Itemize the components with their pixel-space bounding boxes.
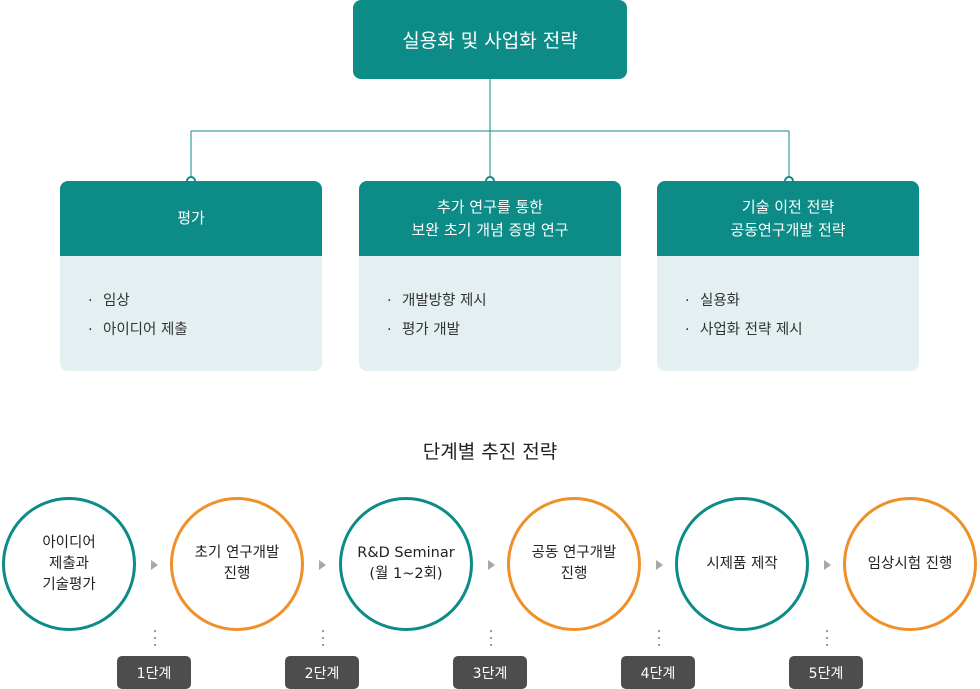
list-item: · 개발방향 제시	[387, 287, 621, 316]
card-header: 평가	[60, 181, 322, 256]
arrow-right-icon	[488, 560, 495, 570]
dotted-connector-icon	[490, 630, 493, 648]
card-header: 기술 이전 전략 공동연구개발 전략	[657, 181, 919, 256]
bullet-icon: ·	[387, 293, 392, 309]
step-label-line: (월 1~2회)	[369, 566, 443, 582]
card-title-line: 추가 연구를 통한	[436, 197, 544, 216]
card-list: · 개발방향 제시 · 평가 개발	[387, 287, 621, 345]
dotted-connector-icon	[658, 630, 661, 648]
step-circle-3: R&D Seminar (월 1~2회)	[339, 497, 473, 631]
step-label-line: 진행	[560, 566, 588, 582]
list-item-text: 평가 개발	[402, 322, 460, 338]
card-body: · 개발방향 제시 · 평가 개발	[359, 256, 621, 345]
step-label-line: 임상시험 진행	[867, 555, 953, 572]
step-label-line: 시제품 제작	[706, 555, 778, 572]
bullet-icon: ·	[387, 322, 392, 338]
list-item-text: 임상	[103, 293, 130, 309]
section-title: 단계별 추진 전략	[422, 441, 558, 463]
card-header: 추가 연구를 통한 보완 초기 개념 증명 연구	[359, 181, 621, 256]
list-item: · 임상	[88, 287, 322, 316]
card-title-line: 평가	[177, 209, 205, 227]
stage-badge-5: 5단계	[789, 656, 863, 689]
step-circle-1: 아이디어 제출과 기술평가	[2, 497, 136, 631]
list-item-text: 사업화 전략 제시	[700, 322, 803, 338]
arrow-right-icon	[824, 560, 831, 570]
card-title-line: 공동연구개발 전략	[730, 220, 846, 239]
card-evaluation: 평가 · 임상 · 아이디어 제출	[60, 181, 322, 371]
card-tech-transfer: 기술 이전 전략 공동연구개발 전략 · 실용화 · 사업화 전략 제시	[657, 181, 919, 371]
list-item: · 사업화 전략 제시	[685, 316, 919, 345]
card-list: · 임상 · 아이디어 제출	[88, 287, 322, 345]
arrow-right-icon	[656, 560, 663, 570]
card-list: · 실용화 · 사업화 전략 제시	[685, 287, 919, 345]
dotted-connector-icon	[322, 630, 325, 648]
step-label-line: 기술평가	[42, 576, 96, 593]
list-item: · 평가 개발	[387, 316, 621, 345]
dotted-connector-icon	[826, 630, 829, 648]
stage-badge-4: 4단계	[621, 656, 695, 689]
bullet-icon: ·	[88, 322, 93, 338]
step-label-line: 아이디어	[42, 534, 96, 551]
step-label-line: 공동 연구개발	[531, 545, 617, 561]
step-label-line: 제출과	[48, 555, 90, 572]
step-circle-6: 임상시험 진행	[843, 497, 977, 631]
step-label-line: 초기 연구개발	[194, 545, 280, 561]
card-body: · 실용화 · 사업화 전략 제시	[657, 256, 919, 345]
bullet-icon: ·	[685, 322, 690, 338]
step-circle-4: 공동 연구개발 진행	[507, 497, 641, 631]
arrow-right-icon	[319, 560, 326, 570]
dotted-connector-icon	[154, 630, 157, 648]
step-circle-2: 초기 연구개발 진행	[170, 497, 304, 631]
list-item-text: 실용화	[700, 293, 741, 309]
step-circle-5: 시제품 제작	[675, 497, 809, 631]
list-item: · 실용화	[685, 287, 919, 316]
card-title-line: 보완 초기 개념 증명 연구	[411, 220, 569, 239]
list-item: · 아이디어 제출	[88, 316, 322, 345]
top-strategy-title: 실용화 및 사업화 전략	[402, 30, 578, 52]
list-item-text: 개발방향 제시	[402, 293, 487, 309]
arrow-right-icon	[151, 560, 158, 570]
bullet-icon: ·	[685, 293, 690, 309]
bullet-icon: ·	[88, 293, 93, 309]
stage-badge-3: 3단계	[453, 656, 527, 689]
list-item-text: 아이디어 제출	[103, 322, 188, 338]
step-label-line: R&D Seminar	[357, 545, 455, 561]
card-title-line: 기술 이전 전략	[741, 197, 835, 216]
card-body: · 임상 · 아이디어 제출	[60, 256, 322, 345]
card-proof-of-concept: 추가 연구를 통한 보완 초기 개념 증명 연구 · 개발방향 제시 · 평가 개발	[359, 181, 621, 371]
step-label-line: 진행	[223, 566, 251, 582]
stage-badge-2: 2단계	[285, 656, 359, 689]
top-strategy-box: 실용화 및 사업화 전략	[353, 0, 627, 79]
stage-badge-1: 1단계	[117, 656, 191, 689]
